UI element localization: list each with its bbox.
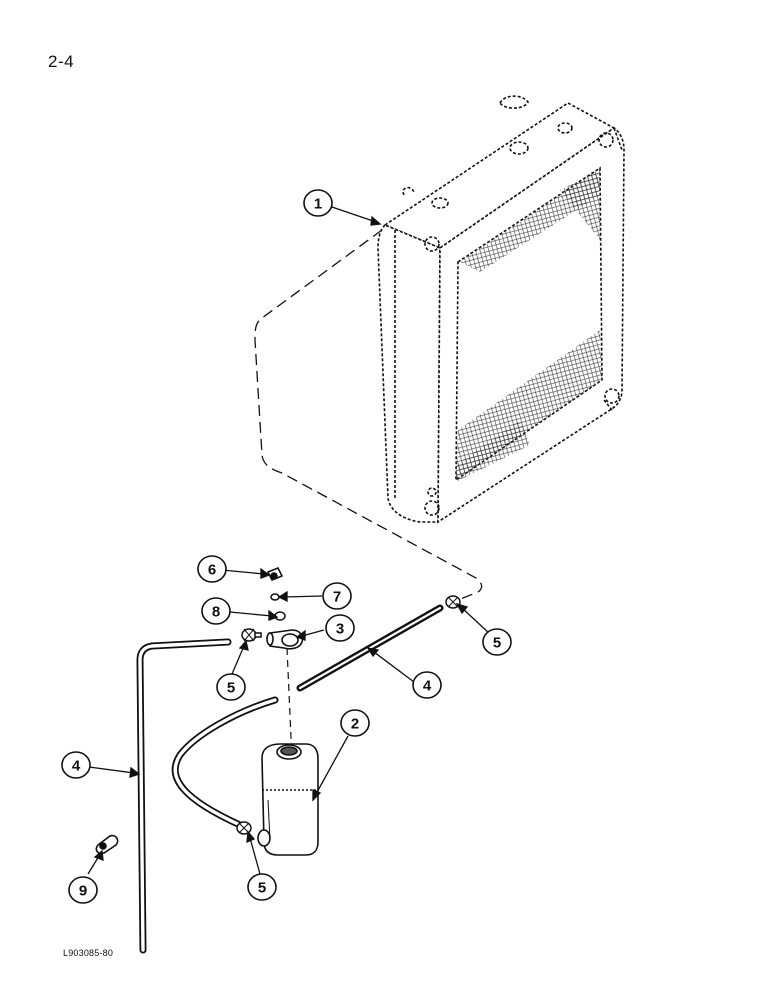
callout-5-mid-label: 5 xyxy=(227,680,235,697)
callout-4-right: 4 xyxy=(412,671,442,699)
hoses xyxy=(136,604,444,954)
hose-routing-outline xyxy=(254,229,483,601)
callout-9: 9 xyxy=(68,876,98,904)
callout-3: 3 xyxy=(325,614,355,642)
page-number: 2-4 xyxy=(48,52,75,71)
callout-7-label: 7 xyxy=(333,589,341,606)
leader-lines xyxy=(87,206,491,875)
callout-6-label: 6 xyxy=(208,562,216,579)
callout-5-bottom-label: 5 xyxy=(258,880,266,897)
radiator xyxy=(377,95,625,524)
callout-3-label: 3 xyxy=(336,621,344,638)
elbow-fitting xyxy=(266,629,304,650)
callout-6: 6 xyxy=(197,555,227,583)
callout-9-label: 9 xyxy=(79,883,87,900)
clamp-right xyxy=(445,595,461,609)
callout-5-mid: 5 xyxy=(216,673,246,701)
callout-4-left: 4 xyxy=(61,751,91,779)
figure-code: L903085-80 xyxy=(63,948,114,958)
callout-7: 7 xyxy=(322,582,352,610)
callout-2: 2 xyxy=(340,709,370,737)
hose-clip xyxy=(95,834,119,855)
callout-1: 1 xyxy=(303,189,333,217)
callout-1-label: 1 xyxy=(314,196,322,213)
clamp-mid xyxy=(241,628,262,642)
callout-2-label: 2 xyxy=(351,716,359,733)
callout-4-right-label: 4 xyxy=(423,678,432,695)
breather-fitting xyxy=(266,567,284,581)
callout-5-right: 5 xyxy=(482,628,512,656)
callout-5-bottom: 5 xyxy=(247,873,277,901)
callout-4-left-label: 4 xyxy=(72,758,81,775)
callout-8-label: 8 xyxy=(212,604,220,621)
callout-8: 8 xyxy=(201,597,231,625)
callout-5-right-label: 5 xyxy=(493,635,501,652)
assembly-line-tank xyxy=(286,647,293,761)
coolant-reservoir-tank xyxy=(257,743,319,856)
